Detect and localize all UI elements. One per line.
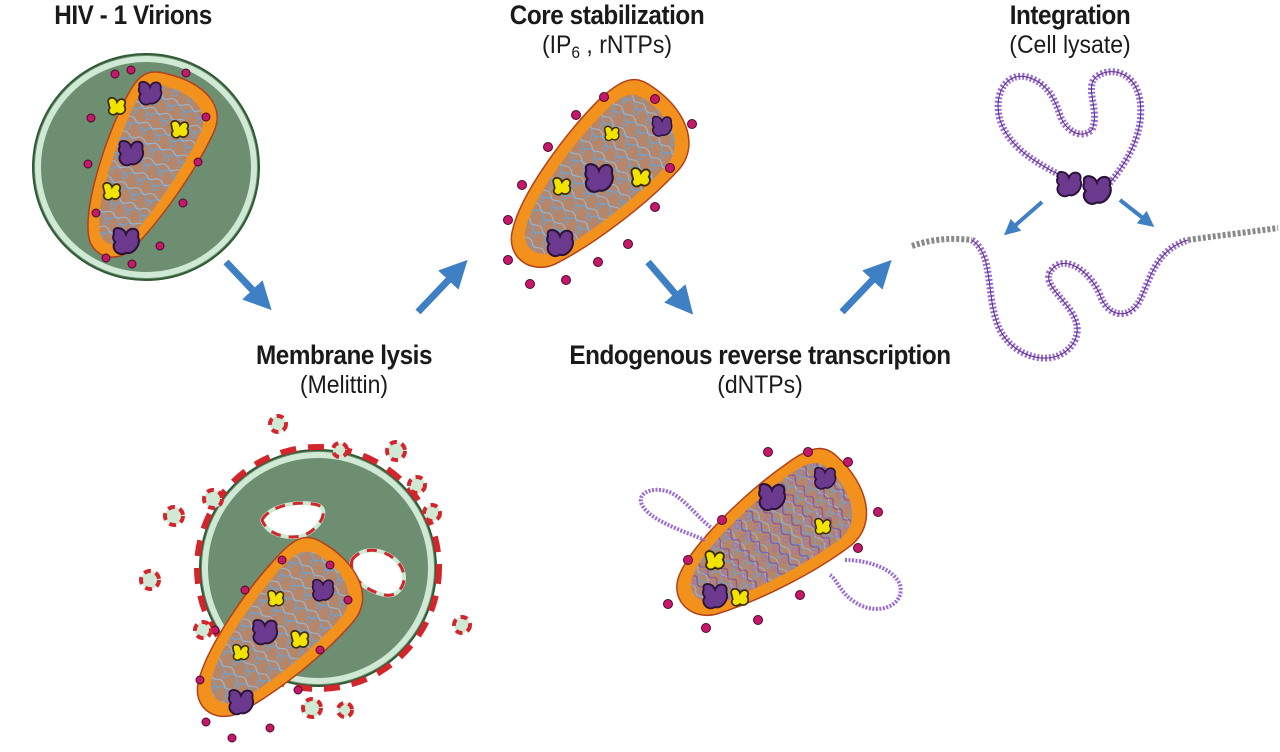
lysis-title: Membrane lysis [255, 340, 433, 370]
reverse-transcription-core [638, 447, 903, 633]
label-reverse-transcription: Endogenous reverse transcription (dNTPs) [520, 340, 1000, 400]
ert-subtitle: (dNTPs) [717, 371, 803, 399]
hiv-virion [32, 53, 260, 281]
integration-title: Integration [1009, 0, 1131, 30]
integration-dna [911, 68, 1279, 362]
core-sub-prefix: (IP [541, 31, 572, 59]
virions-title: HIV - 1 Virions [54, 0, 212, 30]
label-membrane-lysis: Membrane lysis (Melittin) [226, 340, 462, 400]
core-subtitle: (IP6 , rNTPs) [474, 30, 741, 68]
integration-subtitle: (Cell lysate) [1009, 31, 1131, 59]
lysed-virion [139, 414, 472, 743]
label-integration: Integration (Cell lysate) [980, 0, 1160, 60]
label-virions: HIV - 1 Virions [18, 0, 248, 30]
stabilized-core [503, 78, 697, 289]
core-title: Core stabilization [509, 0, 705, 30]
arrow-core-to-rt [645, 259, 694, 315]
ert-title: Endogenous reverse transcription [569, 340, 951, 370]
core-sub-subscript: 6 [571, 43, 581, 62]
arrow-virion-to-lysis [223, 259, 272, 311]
arrow-lysis-to-core [415, 259, 468, 315]
lysis-subtitle: (Melittin) [299, 371, 389, 399]
arrow-rt-to-integration [839, 259, 892, 315]
core-sub-suffix: , rNTPs) [580, 31, 673, 59]
flow-arrows [223, 259, 892, 315]
label-core-stabilization: Core stabilization (IP6 , rNTPs) [462, 0, 752, 68]
